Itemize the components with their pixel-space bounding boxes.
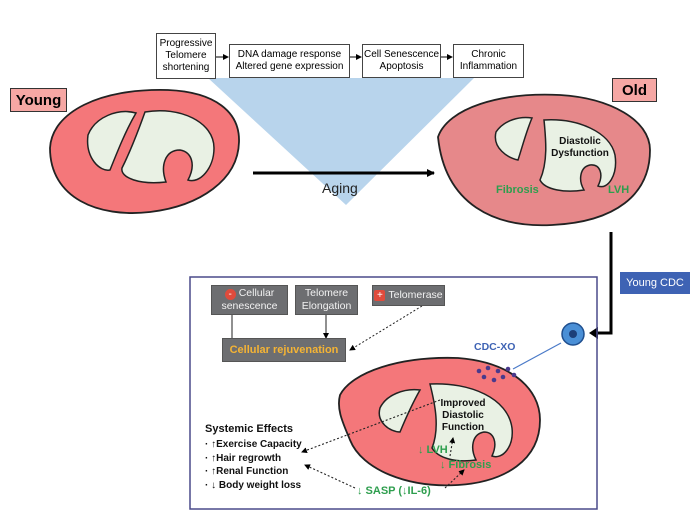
diastolic-text: Dysfunction: [551, 148, 609, 159]
telomerase-rejuvenation-link: [349, 305, 423, 351]
senescence-line1: Cellular: [238, 287, 275, 299]
flow-step-text: Progressive: [159, 38, 213, 49]
exosome-release-line: [512, 342, 562, 370]
systemic-effect-item: · ↑Hair regrowth: [205, 452, 282, 464]
exosome-dot: [500, 374, 506, 380]
young-cdc-label: Young CDC: [620, 272, 690, 294]
flow-step-text: Apoptosis: [379, 61, 424, 72]
aging-text: Aging: [322, 180, 358, 196]
minus-icon: -: [224, 289, 236, 300]
systemic-effect-item: · ↓ Body weight loss: [205, 479, 302, 491]
old-label: Old: [612, 78, 657, 102]
flow-step-text: Inflammation: [459, 61, 518, 72]
exosome-dot: [476, 368, 482, 374]
telomerase-text: Telomerase: [388, 289, 443, 301]
improved-function-label: Improved Diastolic Function: [430, 398, 496, 434]
flow-step-telomere: Progressive Telomere shortening: [156, 33, 216, 79]
sasp-systemic-arrow: [304, 464, 356, 489]
fibrosis-reduced-label: ↓ Fibrosis: [440, 459, 492, 471]
flow-step-text: Cell Senescence: [363, 49, 440, 60]
exosome-dot: [495, 368, 501, 374]
lvh-label: LVH: [608, 184, 630, 196]
fibrosis-label: Fibrosis: [496, 184, 539, 196]
treatment-arrow-head: [589, 327, 598, 339]
telomerase-box: + Telomerase: [372, 285, 445, 306]
exosome-dot: [511, 372, 517, 378]
systemic-effects-arrow: [301, 399, 441, 454]
exosome-dot: [481, 374, 487, 380]
lvh-reduced-label: ↓ LVH: [418, 444, 448, 456]
improved-text: Diastolic: [442, 410, 484, 421]
cdc-xo-label: CDC-XO: [474, 341, 516, 353]
cdc-nucleus: [569, 330, 577, 338]
systemic-effects-title: Systemic Effects: [205, 423, 294, 435]
cdc-xo-dots: [476, 365, 517, 383]
flow-step-inflammation: Chronic Inflammation: [453, 44, 524, 78]
flow-step-text: Altered gene expression: [235, 61, 344, 72]
telomere-line2: Elongation: [301, 300, 352, 312]
senescence-text: -Cellular: [224, 287, 275, 300]
flow-step-dna: DNA damage response Altered gene express…: [229, 44, 350, 78]
systemic-effect-item: · ↑Exercise Capacity: [205, 439, 302, 450]
fibrosis-lvh-arrow: [449, 437, 456, 457]
flow-step-senescence: Cell Senescence Apoptosis: [362, 44, 441, 78]
exosome-dot: [485, 365, 491, 371]
exosome-dot: [505, 366, 511, 372]
systemic-effects-list: · ↑Exercise Capacity · ↑Hair regrowth · …: [205, 438, 302, 492]
sasp-label: ↓ SASP (↓IL-6): [357, 485, 431, 497]
exosome-dot: [491, 377, 497, 383]
telomere-line1: Telomere: [304, 287, 349, 299]
flow-step-text: DNA damage response: [237, 49, 342, 60]
flow-step-text: shortening: [162, 62, 210, 73]
cellular-senescence-box: -Cellular senescence: [211, 285, 288, 315]
diastolic-dysfunction-label: Diastolic Dysfunction: [548, 136, 612, 160]
systemic-effect-item: · ↑Renal Function: [205, 466, 289, 477]
improved-text: Improved: [440, 398, 486, 409]
treatment-panel: [189, 276, 598, 510]
plus-icon: +: [374, 290, 386, 301]
cellular-rejuvenation-box: Cellular rejuvenation: [222, 338, 346, 362]
improved-text: Function: [441, 422, 485, 433]
senescence-line2: senescence: [221, 300, 278, 312]
diastolic-text: Diastolic: [559, 136, 601, 147]
aging-triangle: [208, 78, 474, 205]
sasp-fibrosis-arrow: [444, 469, 465, 489]
young-label: Young: [10, 88, 67, 112]
telomere-elongation-box: Telomere Elongation: [295, 285, 358, 315]
old-heart: [437, 93, 651, 227]
young-heart: [49, 89, 240, 214]
flow-step-text: Telomere: [165, 50, 207, 61]
flow-step-text: Chronic: [471, 49, 506, 60]
treatment-arrow: [597, 232, 613, 335]
